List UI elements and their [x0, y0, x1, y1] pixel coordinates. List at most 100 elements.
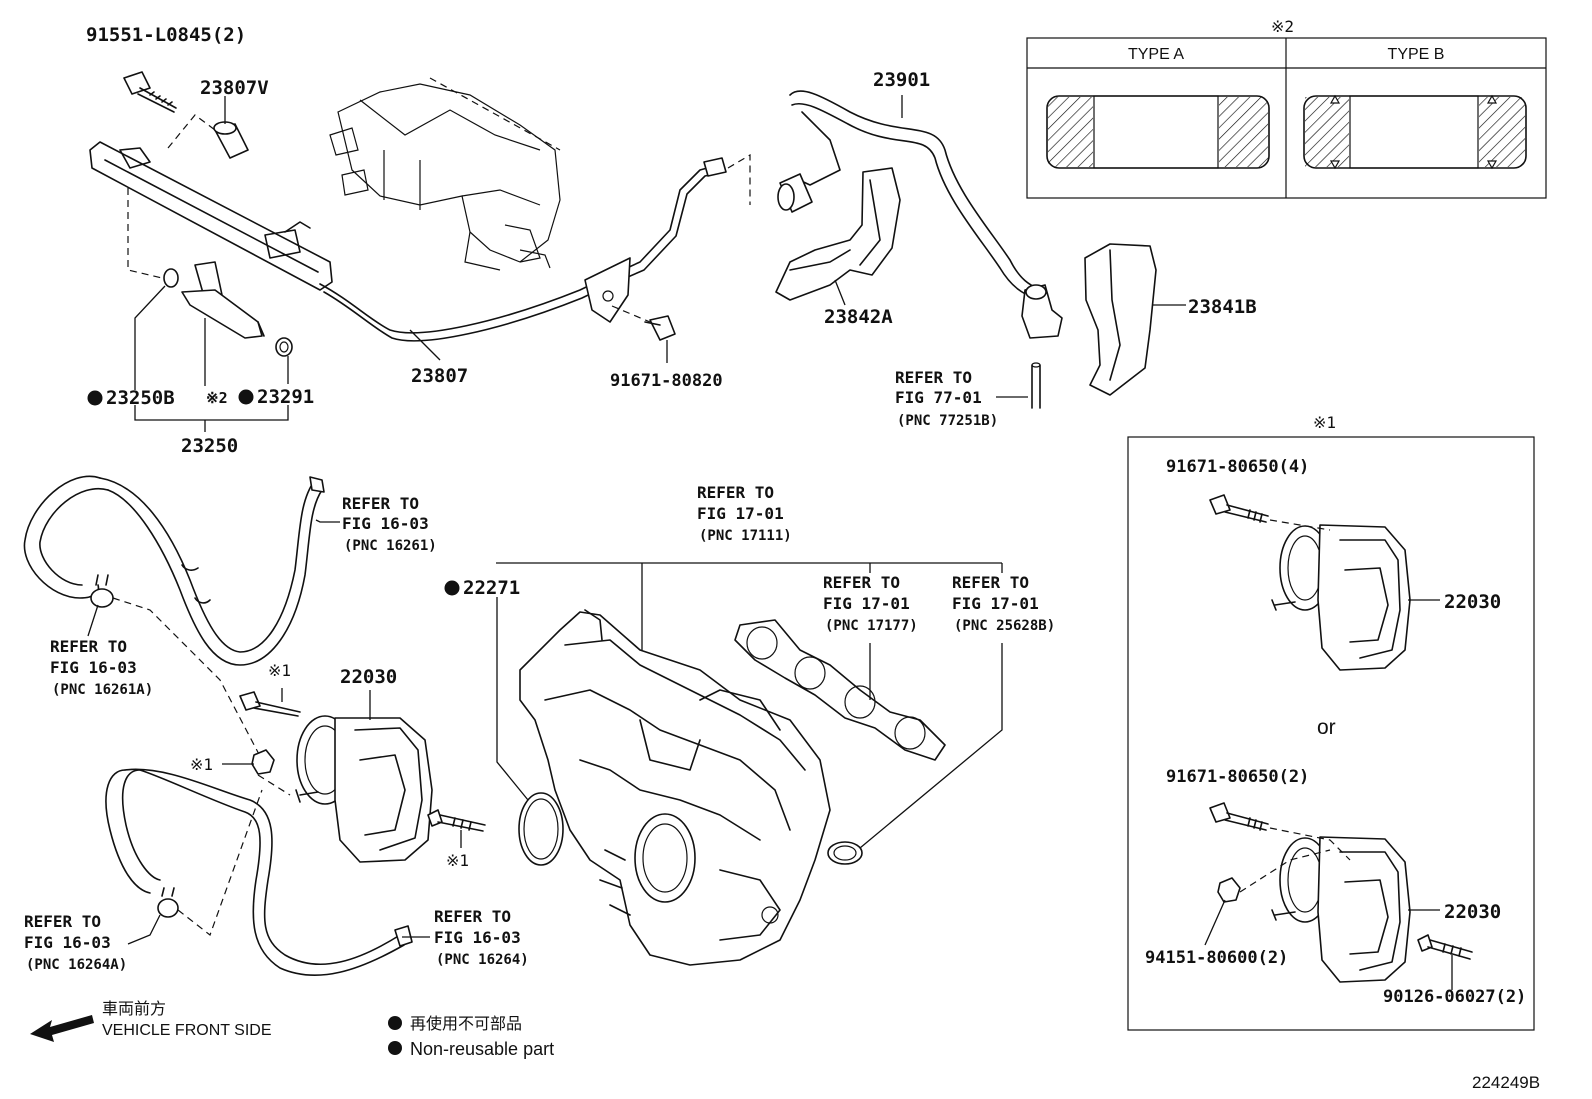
label-23841b: 23841B	[1188, 296, 1257, 318]
refer-16264-line1: REFER TO	[434, 907, 511, 926]
clamp-dash-line	[112, 597, 263, 761]
hose-elbow	[1021, 284, 1063, 339]
leader-lines	[87, 95, 1453, 990]
label-23807: 23807	[411, 365, 468, 387]
seal-23291	[275, 337, 293, 357]
refer-25628b-pnc: (PNC 25628B)	[954, 618, 1055, 634]
refer-16261a-line2: FIG 16-03	[50, 658, 137, 677]
intake-manifold	[519, 609, 831, 966]
fuel-rail	[89, 141, 333, 291]
legend-dot-jp	[388, 1016, 402, 1030]
hose-23901	[789, 90, 1041, 291]
nonreuse-dot-23250b	[87, 390, 103, 406]
rail-dash-line	[127, 188, 163, 279]
label-91671-80650-2: 91671-80650(2)	[1166, 767, 1309, 787]
refer-16261-line2: FIG 16-03	[342, 514, 429, 533]
refer-16264-line2: FIG 16-03	[434, 928, 521, 947]
refer-16261a-pnc: (PNC 16261A)	[52, 682, 153, 698]
label-91671-80650-4: 91671-80650(4)	[1166, 457, 1309, 477]
bolt-dash-line	[167, 114, 216, 149]
legend-nonreuse-jp: 再使用不可部品	[410, 1015, 522, 1033]
hatch-a-left	[1048, 97, 1093, 167]
label-note2-table: ※2	[1271, 17, 1294, 36]
refer-17177-pnc: (PNC 17177)	[825, 618, 918, 634]
tube-stub	[1031, 364, 1041, 409]
refer-25628b-line1: REFER TO	[952, 573, 1029, 592]
label-90126: 90126-06027(2)	[1383, 987, 1526, 1007]
screw-note1-upper	[239, 691, 301, 717]
label-23250b: 23250B	[106, 387, 175, 409]
o-ring-23250b	[163, 268, 179, 288]
nonreuse-dot-23291	[238, 389, 254, 405]
label-22030-main: 22030	[340, 666, 397, 688]
label-94151: 94151-80600(2)	[1145, 948, 1288, 968]
refer-17177-line2: FIG 17-01	[823, 594, 910, 613]
refer-77-line1: REFER TO	[895, 368, 972, 387]
label-23842a: 23842A	[824, 306, 893, 328]
type-table	[1026, 37, 1547, 199]
legend-nonreuse-en: Non-reusable part	[410, 1039, 554, 1059]
label-note2-inline: ※2	[206, 389, 228, 407]
refer-16261-line1: REFER TO	[342, 494, 419, 513]
fuel-pipe-23807	[319, 164, 719, 334]
pipe-bracket	[584, 257, 631, 323]
label-22271: 22271	[463, 577, 520, 599]
label-22030-b: 22030	[1444, 901, 1501, 923]
pipe-dash-line	[727, 153, 751, 205]
stud-note1	[427, 809, 486, 832]
hatch-a-right	[1219, 97, 1268, 167]
refer-16261a-line1: REFER TO	[50, 637, 127, 656]
lower-clamp-dash	[177, 789, 263, 936]
bracket-23842a	[775, 167, 901, 301]
label-note1-box: ※1	[1313, 413, 1336, 432]
label-91671-80820: 91671-80820	[610, 371, 723, 391]
cap-23807v	[213, 121, 249, 159]
hose-lower	[105, 769, 161, 894]
label-or: or	[1317, 716, 1336, 739]
clamp-16261a	[90, 574, 114, 608]
cover-23841b	[1084, 243, 1157, 396]
refer-17177-line1: REFER TO	[823, 573, 900, 592]
label-type-b: TYPE B	[1388, 46, 1445, 63]
injector	[181, 261, 265, 339]
refer-16264a-line1: REFER TO	[24, 912, 101, 931]
bolt-91671-80650-4	[1209, 494, 1269, 523]
label-23807v: 23807V	[200, 77, 269, 99]
label-91551: 91551-L0845(2)	[86, 24, 246, 46]
refer-16264a-pnc: (PNC 16264A)	[26, 957, 127, 973]
label-note1-upper: ※1	[268, 661, 291, 680]
refer-16264a-line2: FIG 16-03	[24, 933, 111, 952]
note1-box	[1127, 436, 1535, 1031]
refer-77-line2: FIG 77-01	[895, 388, 982, 407]
label-23250: 23250	[181, 435, 238, 457]
label-23291: 23291	[257, 386, 314, 408]
legend-front-jp: 車両前方	[102, 1000, 166, 1018]
label-23901: 23901	[873, 69, 930, 91]
refer-25628b-line2: FIG 17-01	[952, 594, 1039, 613]
front-arrow-icon	[30, 1015, 94, 1042]
label-note1-stud: ※1	[446, 851, 469, 870]
hose-connector	[777, 173, 813, 213]
legend-dot-en	[388, 1041, 402, 1055]
gasket-17177	[734, 619, 946, 761]
nut-94151	[1217, 877, 1241, 903]
engine-dash-line	[429, 77, 561, 151]
label-22030-a: 22030	[1444, 591, 1501, 613]
bolt-91551	[123, 71, 177, 113]
refer-16264-pnc: (PNC 16264)	[436, 952, 529, 968]
type-b-tabs	[1329, 94, 1498, 170]
refer-17111-pnc: (PNC 17111)	[699, 528, 792, 544]
gasket-25628b	[827, 841, 863, 865]
label-type-a: TYPE A	[1128, 46, 1184, 63]
refer-16261-pnc: (PNC 16261)	[344, 538, 437, 554]
hatch-b-left	[1305, 97, 1349, 167]
hatch-b-right	[1479, 97, 1525, 167]
engine-block-outline	[329, 83, 561, 271]
label-note1-nut: ※1	[190, 755, 213, 774]
clamp-16264a	[157, 887, 179, 918]
legend-front-en: VEHICLE FRONT SIDE	[102, 1022, 272, 1039]
nut-note1	[251, 749, 275, 775]
gasket-22271	[518, 792, 564, 866]
throttle-body-main	[295, 715, 433, 863]
